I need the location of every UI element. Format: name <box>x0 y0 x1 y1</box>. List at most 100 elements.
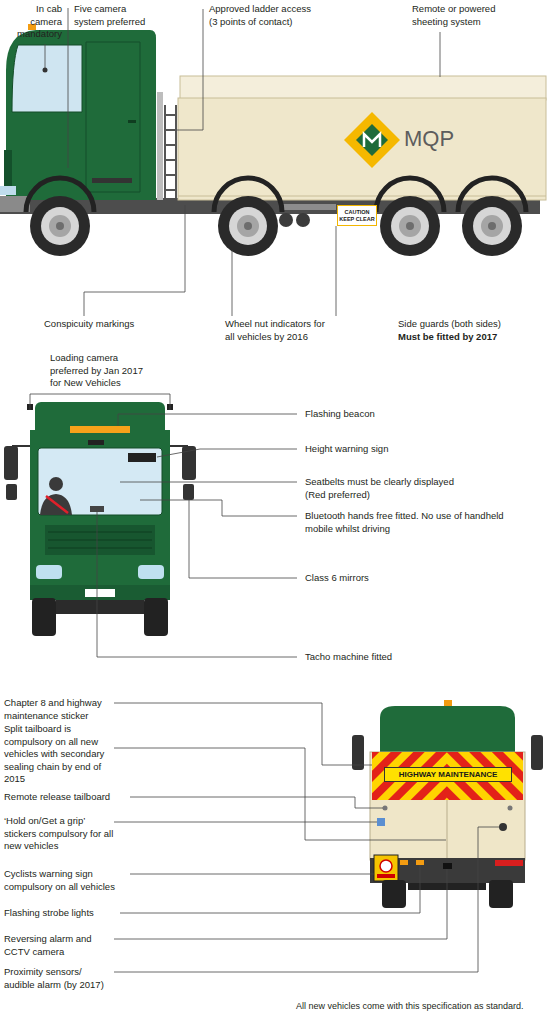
callout-text: In cab camera mandatory <box>10 3 62 41</box>
leader-line <box>114 869 447 939</box>
cab-step <box>92 178 132 183</box>
leader-line <box>45 44 46 68</box>
ladder-rail <box>175 105 177 198</box>
driver-body <box>40 494 72 515</box>
callout-text: Flashing beacon <box>305 408 525 421</box>
leader-line <box>118 414 297 426</box>
callout-text: Flashing strobe lights <box>4 907 120 920</box>
cctv-camera <box>443 863 452 869</box>
callout-text: Wheel nut indicators for all vehicles by… <box>225 318 333 343</box>
hinge <box>508 806 513 811</box>
beacon <box>444 700 452 706</box>
footnote: All new vehicles come with this specific… <box>296 1000 550 1013</box>
rear-light <box>495 860 523 866</box>
door-handle <box>128 120 136 123</box>
strobe-light <box>400 860 408 865</box>
sign-text: HIGHWAY MAINTENANCE <box>399 769 498 780</box>
wheel <box>30 196 90 256</box>
leader-line <box>177 9 203 130</box>
wheel <box>462 196 522 256</box>
ladder-rung <box>165 189 176 191</box>
seatbelt <box>46 496 68 513</box>
deadline-note: Must be fitted by 2017 <box>398 331 548 344</box>
ladder-rung <box>165 159 176 161</box>
leader-line <box>120 865 420 913</box>
hinge <box>383 806 388 811</box>
leader-line <box>84 205 185 316</box>
tyre <box>382 880 406 908</box>
driver-head <box>49 477 63 491</box>
caution-sign: CAUTION KEEP CLEAR <box>337 205 377 226</box>
callout-text: Loading camera preferred by Jan 2017 for… <box>50 352 152 390</box>
leader-bracket <box>30 394 170 410</box>
callout-text: Conspicuity markings <box>44 318 164 331</box>
mirror <box>4 446 18 480</box>
strobe-light <box>416 860 424 865</box>
logo-mark <box>364 134 380 147</box>
leader-line <box>232 250 233 316</box>
grille <box>45 525 155 555</box>
cab-camera <box>43 68 48 73</box>
leader-line <box>189 500 297 578</box>
leader-line <box>336 226 337 316</box>
wheel <box>380 196 440 256</box>
tank <box>279 213 293 227</box>
bumper <box>30 585 170 600</box>
cab <box>6 30 156 200</box>
tailboard-split <box>447 800 448 858</box>
ladder-rung <box>165 114 176 116</box>
cyclist-sign <box>374 855 398 881</box>
headlight <box>36 565 62 579</box>
callout-text: Seatbelts must be clearly displayed (Red… <box>305 476 477 501</box>
sheeting-rim <box>180 76 546 100</box>
number-plate <box>85 589 115 597</box>
leader-line <box>114 748 446 840</box>
callout-text: Bluetooth hands free fitted. No use of h… <box>305 510 505 535</box>
tailboard <box>370 752 525 860</box>
tyre <box>144 598 168 636</box>
mirror <box>531 735 543 770</box>
grille-bar <box>48 540 152 541</box>
side-guard <box>280 204 336 210</box>
headlight <box>0 186 16 195</box>
sign-text: CAUTION KEEP CLEAR <box>339 209 375 222</box>
ladder-rung <box>165 129 176 131</box>
axle <box>56 600 144 614</box>
callout-text: Class 6 mirrors <box>305 572 505 585</box>
mirror <box>183 484 194 500</box>
leader-line <box>120 482 297 483</box>
leader-line <box>440 32 441 77</box>
ladder-rail <box>164 105 166 198</box>
wheel <box>218 196 278 256</box>
tipper-body <box>178 98 546 200</box>
callout-text: Proximity sensors/ audible alarm (by 201… <box>4 966 114 991</box>
grille-bar <box>48 532 152 533</box>
mirror <box>6 484 17 500</box>
leader-line <box>130 797 383 808</box>
cab-window <box>12 45 82 112</box>
callout-text: ‘Hold on/Get a grip’ stickers compulsory… <box>4 815 114 853</box>
leader-line <box>97 512 297 657</box>
ladder-rung <box>165 144 176 146</box>
callout-text: Side guards (both sides) <box>398 318 548 331</box>
logo-inner <box>356 124 388 156</box>
leader-line <box>68 8 69 168</box>
cyclist-sign-band <box>377 874 395 878</box>
callout-text: Approved ladder access (3 points of cont… <box>209 3 319 28</box>
leader-line <box>114 827 499 972</box>
callout-text: Reversing alarm and CCTV camera <box>4 933 114 958</box>
callout-text: Chapter 8 and highway maintenance sticke… <box>4 697 112 722</box>
callout-text: Remote release tailboard <box>4 791 128 804</box>
grille-bar <box>48 548 152 549</box>
loading-camera <box>88 440 104 445</box>
proximity-sensor <box>499 823 507 831</box>
tacho <box>90 506 104 512</box>
callout-text: Five camera system preferred <box>74 3 156 28</box>
exhaust-stack <box>157 92 163 200</box>
light-bar <box>70 426 130 433</box>
logo-outer <box>344 112 400 168</box>
callout-text: Height warning sign <box>305 443 525 456</box>
cab-front <box>30 430 170 600</box>
tyre <box>32 598 56 636</box>
